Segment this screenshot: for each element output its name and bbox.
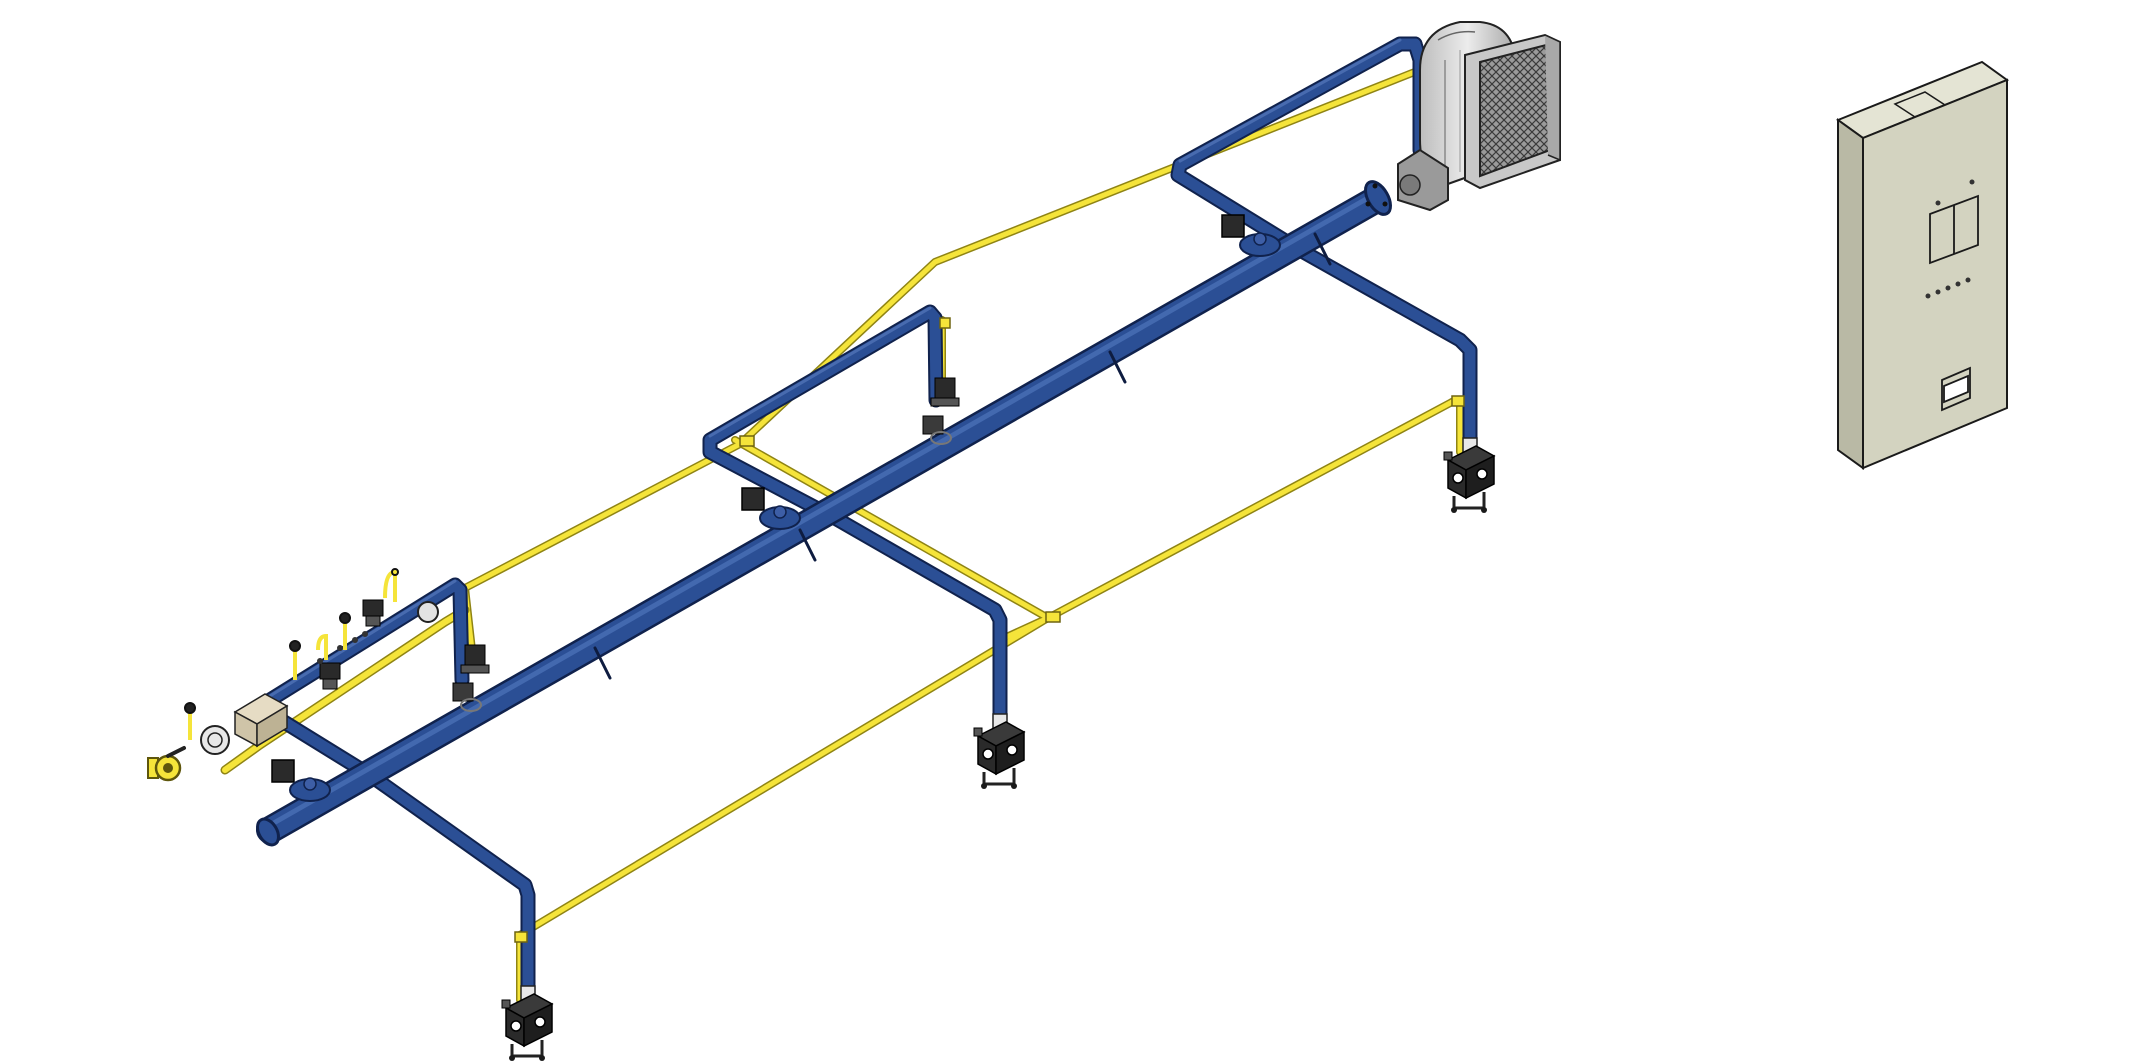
air-damper-upper (1221, 214, 1281, 257)
gas-inlet-ball-valve (147, 746, 186, 782)
cabinet-top-vent (1893, 91, 1947, 118)
gas-filter (200, 725, 230, 755)
burner-1 (501, 985, 554, 1061)
burner-2 (973, 713, 1026, 789)
gas-fittings (514, 317, 1465, 943)
train-fittings (317, 631, 368, 664)
burner-3 (1443, 437, 1496, 513)
cabinet-switch-panel (1941, 366, 1971, 412)
air-damper-mid (741, 487, 801, 530)
pressure-instruments (184, 568, 399, 740)
main-air-header (256, 186, 1389, 844)
gas-regulator (233, 693, 289, 748)
fan-motor (1397, 148, 1449, 212)
pipe-clamps (593, 232, 1332, 680)
cabinet-side (1837, 118, 1864, 470)
control-cabinet (1835, 60, 2010, 470)
cabinet-front (1862, 78, 2008, 470)
cabinet-indicator-lamps (1925, 179, 1975, 299)
safety-shutoff-valves (319, 599, 439, 690)
burners (501, 437, 1496, 1061)
fan-outlet-flange (1364, 180, 1392, 216)
gas-solenoid-train (452, 644, 490, 712)
combustion-air-fan (1364, 21, 1561, 216)
gas-solenoid-upper (922, 377, 960, 445)
control-valves (271, 214, 1465, 943)
gas-train (147, 568, 439, 782)
cabinet-display-window (1929, 194, 1979, 265)
header-end-cap (256, 817, 280, 847)
air-damper-front (271, 759, 331, 802)
fan-inlet-grill (1464, 33, 1561, 190)
air-loop-mid (702, 304, 1008, 728)
